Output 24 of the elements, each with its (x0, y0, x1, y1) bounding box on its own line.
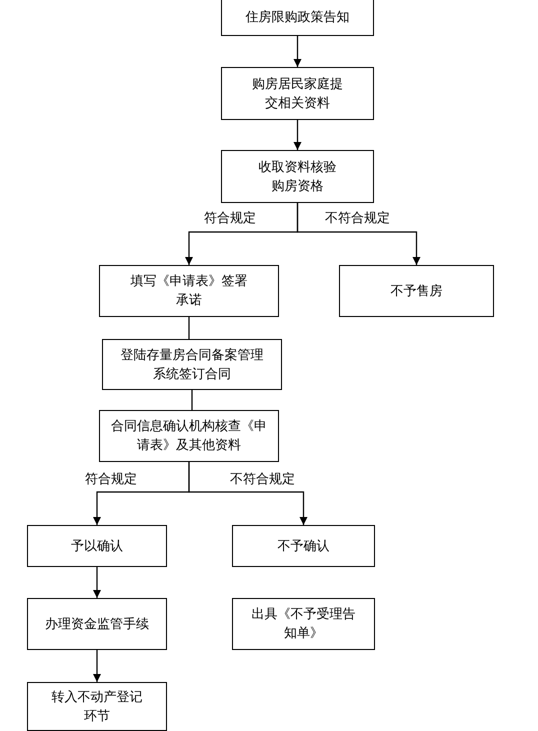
process-box: 填写《申请表》签署承诺 (99, 265, 279, 317)
arrow (296, 203, 420, 265)
arrow (188, 462, 308, 525)
connector-line (191, 390, 193, 410)
arrow (93, 650, 101, 682)
edge-label: 不符合规定 (324, 211, 391, 226)
process-box: 购房居民家庭提交相关资料 (221, 67, 374, 120)
process-box: 合同信息确认机构核查《申请表》及其他资料 (99, 410, 279, 462)
arrow (294, 120, 302, 150)
process-box: 收取资料核验购房资格 (221, 150, 374, 203)
arrow (93, 567, 101, 598)
edge-label: 符合规定 (84, 472, 138, 487)
process-box: 住房限购政策告知 (221, 0, 374, 36)
process-box: 办理资金监管手续 (27, 598, 167, 650)
process-box: 登陆存量房合同备案管理系统签订合同 (102, 339, 282, 390)
process-box: 转入不动产登记环节 (27, 682, 167, 731)
process-box: 予以确认 (27, 525, 167, 567)
connector-line (188, 317, 190, 339)
edge-label: 不符合规定 (229, 472, 296, 487)
arrow (294, 36, 302, 67)
process-box: 不予售房 (339, 265, 494, 317)
process-box: 不予确认 (232, 525, 375, 567)
edge-label: 符合规定 (203, 211, 257, 226)
process-box: 出具《不予受理告知单》 (232, 598, 375, 650)
